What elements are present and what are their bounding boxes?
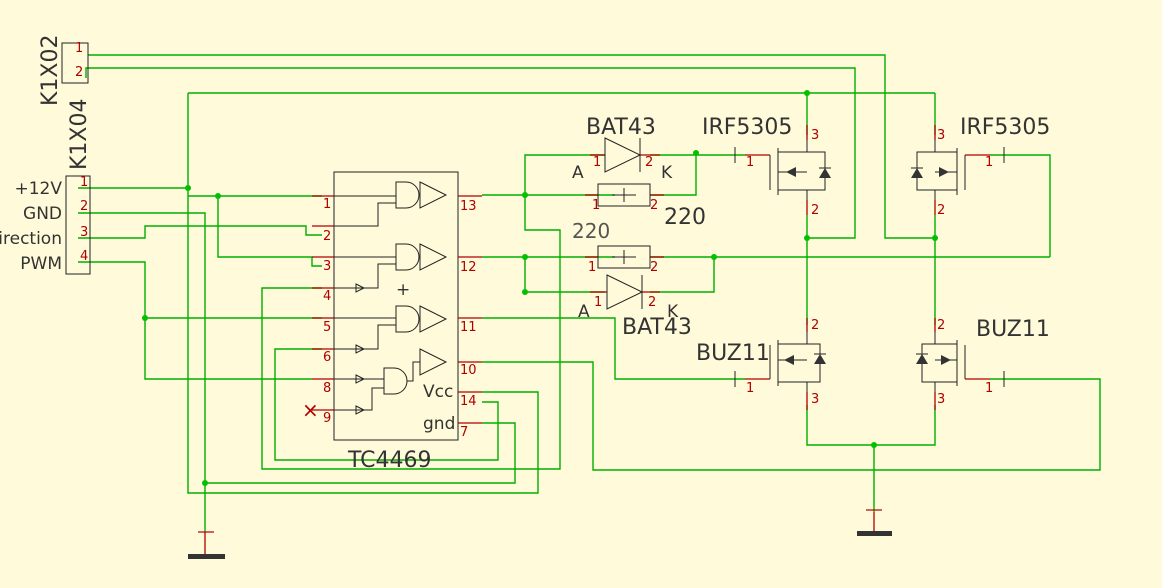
pin-label: 8	[323, 381, 331, 396]
ic-name: TC4469	[347, 448, 432, 473]
pin-label: 3	[811, 392, 819, 407]
pin-label: 3	[80, 225, 88, 240]
pin-label: 2	[811, 203, 819, 218]
ground-symbol	[188, 531, 225, 559]
signal-label: PWM	[20, 254, 62, 274]
pin-label: 2	[650, 198, 658, 213]
pin-label: 1	[985, 155, 993, 170]
pin-label: 2	[937, 318, 945, 333]
cathode-label: K	[661, 163, 673, 183]
and-gate	[334, 243, 448, 289]
and-gate	[334, 348, 448, 411]
signal-label: GND	[23, 204, 62, 224]
pin-label: 3	[811, 128, 819, 143]
pin-label: 1	[985, 381, 993, 396]
mosfet-name: BUZ11	[696, 341, 770, 366]
pin-label: 1	[592, 198, 600, 213]
input-arrow	[355, 283, 366, 415]
pin-label: 3	[323, 259, 331, 274]
connector-name: K1X04	[67, 99, 92, 171]
pin-label: 4	[80, 249, 88, 264]
ground-symbol	[857, 509, 892, 536]
wires	[78, 54, 1101, 532]
connector-name: K1X02	[38, 35, 63, 107]
pin-label: 1	[588, 260, 596, 275]
pin-label: 1	[746, 155, 754, 170]
pin-label: 4	[323, 289, 331, 304]
resistor-bottom: 220 1 2	[572, 219, 664, 275]
mosfet-name: BUZ11	[976, 317, 1050, 342]
diode-bat43-top: BAT43 A K 1 2	[572, 115, 673, 183]
pin-label: 3	[937, 392, 945, 407]
driver-ic-tc4469: TC4469 1 2 3 4 5 6 8 9 13 12 11 10 14 7 …	[302, 171, 482, 473]
vcc-label: Vcc	[423, 382, 453, 402]
signal-label: +12V	[14, 179, 62, 199]
gnd-label: gnd	[423, 414, 455, 434]
pin-label: 7	[460, 425, 468, 440]
resistor-value: 220	[664, 205, 706, 230]
pin-label: 2	[645, 155, 653, 170]
junctions	[142, 90, 938, 486]
pin-label: 6	[323, 350, 331, 365]
gate-marks	[734, 147, 1005, 387]
connector-k1x02: 1 2 K1X02	[38, 35, 89, 107]
anode-label: A	[578, 302, 590, 322]
pin-label: 1	[594, 295, 602, 310]
resistor-value: 220	[572, 219, 610, 243]
pin-label: 12	[460, 260, 477, 275]
mosfet-buz11-left: BUZ11 1 2 3	[696, 318, 826, 410]
pin-label: 1	[593, 155, 601, 170]
resistor-top: 220 1 2	[585, 183, 706, 230]
pin-label: 3	[937, 128, 945, 143]
anode-label: A	[572, 163, 584, 183]
diode-name: BAT43	[622, 315, 692, 340]
pin-label: 1	[75, 41, 83, 56]
pin-label: 2	[648, 295, 656, 310]
pin-label: 2	[323, 229, 331, 244]
pin-label: 10	[460, 363, 477, 378]
no-connect-mark: ×	[302, 398, 319, 422]
and-gate	[334, 305, 448, 350]
pin-label: 9	[323, 411, 331, 426]
mosfet-irf5305-right: IRF5305 1 3 2	[911, 115, 1050, 218]
pin-label: 1	[746, 381, 754, 396]
pin-label: 11	[460, 320, 477, 335]
pin-label: 1	[323, 197, 331, 212]
cathode-label: K	[667, 302, 679, 322]
pin-label: 2	[75, 65, 83, 80]
pin-label: 2	[80, 199, 88, 214]
diode-bat43-bottom: BAT43 A K 1 2	[578, 274, 692, 340]
mosfet-buz11-right: BUZ11 1 2 3	[916, 317, 1050, 410]
mosfet-name: IRF5305	[702, 115, 792, 140]
pin-label: 13	[460, 199, 477, 214]
pin-label: 2	[650, 260, 658, 275]
mosfet-name: IRF5305	[960, 115, 1050, 140]
and-gate	[334, 181, 448, 227]
pin-label: 2	[937, 203, 945, 218]
mosfet-irf5305-left: IRF5305 1 3 2	[702, 115, 831, 218]
diode-name: BAT43	[586, 115, 656, 140]
pin-label: 5	[323, 320, 331, 335]
pin-label: 14	[460, 394, 477, 409]
pin-label: 2	[811, 318, 819, 333]
pin-label: 1	[80, 175, 88, 190]
plus-mark: +	[396, 280, 410, 300]
